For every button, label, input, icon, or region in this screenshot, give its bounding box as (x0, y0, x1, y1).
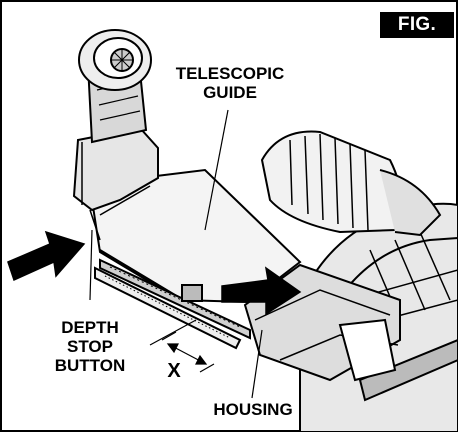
dimension-x-label: X (167, 360, 181, 382)
depth-stop-button-label-line: BUTTON (54, 356, 126, 375)
slide-arrow-icon (221, 266, 302, 316)
depth-stop-button-label: DEPTH STOP BUTTON (30, 318, 150, 375)
telescopic-guide (90, 168, 302, 340)
telescopic-guide-label-line: TELESCOPIC (175, 64, 285, 83)
chuck (260, 130, 442, 237)
dimension-x (161, 331, 215, 373)
depth-stop-button-label-line: DEPTH (61, 318, 119, 337)
telescopic-guide-label-line: GUIDE (203, 83, 257, 102)
dust-nozzle (72, 29, 159, 241)
push-arrow-icon (7, 230, 86, 282)
housing-label: HOUSING (213, 400, 293, 419)
depth-stop-button-label-line: STOP (67, 337, 113, 356)
figure-number-badge: FIG. A11 (380, 12, 454, 61)
leader-lines (89, 109, 263, 399)
depth-stop-rod (94, 266, 242, 350)
telescopic-guide-label: TELESCOPIC GUIDE (160, 64, 300, 102)
housing (243, 263, 401, 382)
